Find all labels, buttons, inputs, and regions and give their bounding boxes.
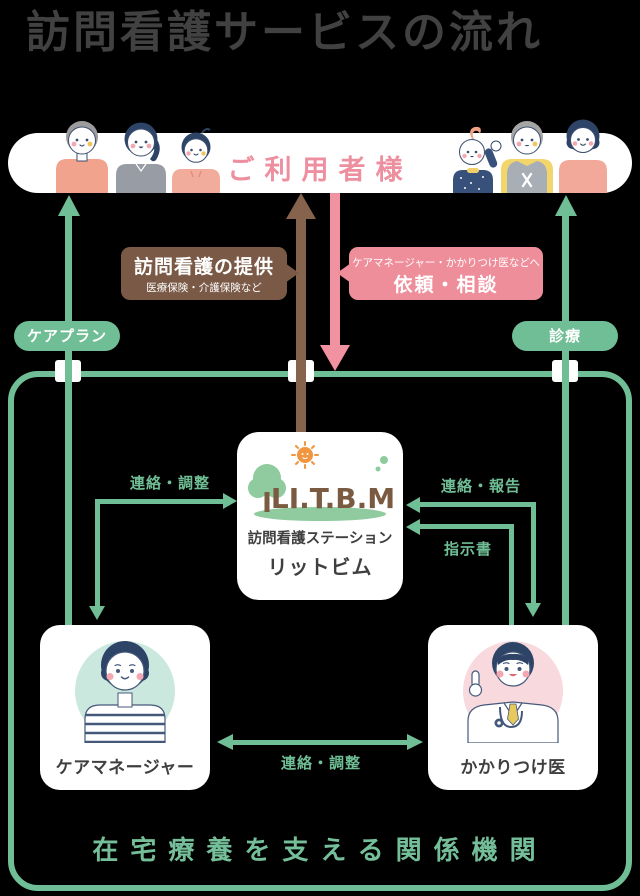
daughter-illustration — [559, 119, 607, 193]
dr-station-instruction-arrowhead-left-icon — [406, 519, 420, 535]
related-organizations-box — [8, 371, 632, 891]
family-left-illustration — [56, 121, 220, 193]
user-banner-label: ご利用者様 — [227, 155, 413, 186]
cm-dr-label: 連絡・調整 — [280, 754, 361, 772]
family-right-illustration — [453, 119, 607, 193]
dr-station-report-arrowhead-left-icon — [406, 497, 420, 513]
pointing-hand — [468, 670, 483, 697]
cm-station-arrowhead-right-icon — [223, 493, 237, 509]
page-title: 訪問看護サービスの流れ — [26, 7, 543, 58]
cm-dr-arrow-hline — [233, 740, 407, 745]
request-arrow-line — [330, 193, 340, 345]
provide-arrowhead-up-icon — [286, 193, 316, 219]
doctor-illustration — [463, 641, 563, 744]
medical-care-line — [562, 214, 569, 625]
care-plan-arrowhead-up-icon — [58, 195, 80, 216]
request-bubble-pointer — [337, 263, 351, 283]
dr-station-report-vline — [531, 502, 536, 603]
care-manager-label: ケアマネージャー — [55, 758, 195, 778]
cm-station-arrowhead-down-icon — [89, 606, 105, 620]
request-bubble-title: 依頼・相談 — [393, 274, 499, 296]
cm-station-label: 連絡・調整 — [129, 474, 210, 492]
request-bubble-subtitle: ケアマネージャー・かかりつけ医などへ — [352, 257, 540, 269]
care-manager-illustration — [75, 641, 175, 744]
station-card: LI.T.B.M 訪問看護ステーション リットビム — [237, 432, 403, 600]
man-illustration — [56, 121, 108, 193]
cm-dr-arrowhead-right-icon — [407, 734, 423, 750]
dr-station-instruction-hline — [420, 524, 514, 529]
care-plan-pill: ケアプラン — [14, 321, 120, 351]
sun-icon — [291, 441, 319, 469]
provide-bubble-title: 訪問看護の提供 — [133, 256, 274, 278]
woman-illustration — [116, 122, 166, 193]
baby-illustration — [453, 126, 502, 193]
provide-bubble: 訪問看護の提供 医療保険・介護保険など — [121, 247, 299, 300]
provide-bubble-pointer — [285, 263, 299, 283]
cm-dr-arrowhead-left-icon — [217, 734, 233, 750]
dr-station-report-label: 連絡・報告 — [440, 477, 521, 495]
station-type: 訪問看護ステーション — [247, 531, 393, 547]
grandfather-illustration — [501, 121, 553, 193]
dr-station-report-arrowhead-down-icon — [525, 603, 541, 617]
request-bubble: ケアマネージャー・かかりつけ医などへ 依頼・相談 — [337, 247, 543, 300]
doctor-label: かかりつけ医 — [460, 758, 566, 778]
cm-station-arrow-hline — [95, 499, 223, 504]
doctor-card: かかりつけ医 — [428, 625, 598, 790]
station-logo: LI.T.B.M — [248, 441, 395, 521]
provide-arrow-line — [296, 218, 306, 432]
care-manager-card: ケアマネージャー — [40, 625, 210, 790]
station-logo-text: LI.T.B.M — [271, 482, 395, 515]
dr-station-report-hline — [420, 502, 536, 507]
care-plan-line — [65, 214, 72, 625]
dr-station-instruction-label: 指示書 — [443, 540, 492, 558]
child-illustration — [172, 128, 220, 193]
medical-care-pill: 診療 — [512, 321, 618, 351]
cm-station-arrow-vline — [95, 499, 100, 606]
request-arrowhead-down-icon — [320, 345, 350, 371]
provide-bubble-subtitle: 医療保険・介護保険など — [146, 282, 262, 294]
footer-caption: 在宅療養を支える関係機関 — [92, 836, 548, 866]
dr-station-instruction-vline — [509, 524, 514, 625]
medical-care-arrowhead-up-icon — [555, 195, 577, 216]
station-name: リットビム — [267, 555, 373, 579]
